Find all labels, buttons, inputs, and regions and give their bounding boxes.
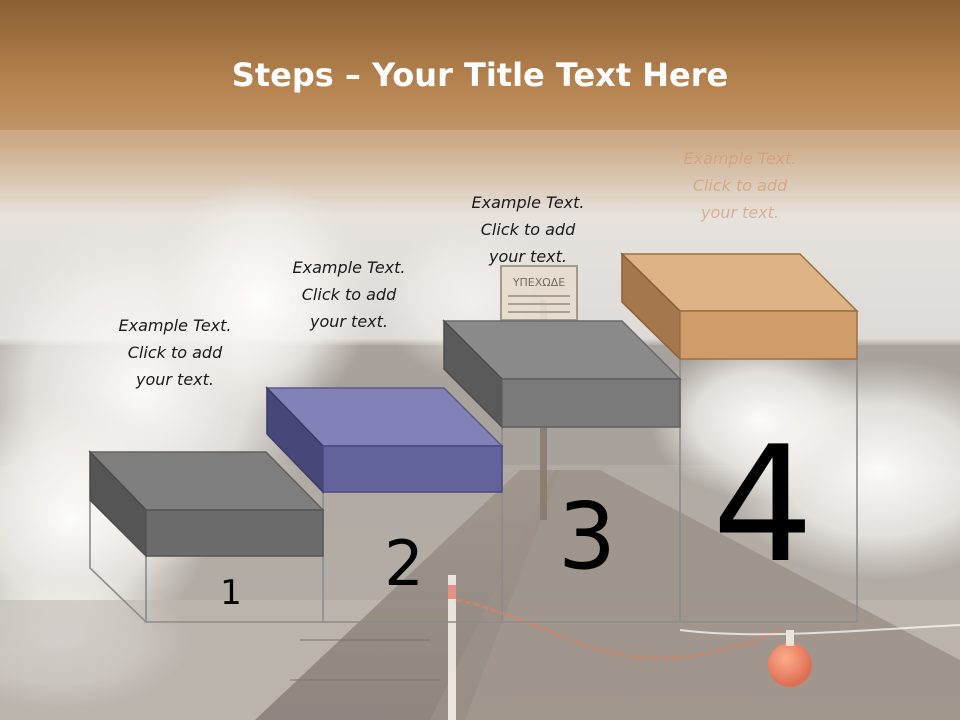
step-1-line-1: Example Text. — [118, 316, 232, 335]
step-4-box[interactable] — [620, 252, 859, 361]
step-1-number: 1 — [220, 573, 242, 613]
step-2-line-2: Click to add — [301, 285, 397, 304]
step-1-line-3: your text. — [135, 370, 214, 389]
title-bold: Steps — [231, 56, 334, 94]
step-2-number: 2 — [384, 527, 423, 600]
step-1-line-2: Click to add — [127, 343, 223, 362]
step-2-line-1: Example Text. — [292, 258, 406, 277]
step-3-box[interactable] — [442, 319, 682, 429]
sign-text: ΥΠΕΧΩΔΕ — [512, 276, 565, 289]
step-4-number: 4 — [712, 411, 814, 598]
step-3-line-1: Example Text. — [471, 193, 585, 212]
step-1-text[interactable]: Example Text. Click to add your text. — [90, 312, 260, 393]
step-4-line-1: Example Text. — [683, 149, 797, 168]
step-4-line-3: your text. — [700, 203, 779, 222]
step-4-line-2: Click to add — [692, 176, 788, 195]
step-3-line-2: Click to add — [480, 220, 576, 239]
step-4-text[interactable]: Example Text. Click to add your text. — [655, 145, 825, 226]
step-3-text[interactable]: Example Text. Click to add your text. — [443, 189, 613, 270]
step-2-box[interactable] — [265, 386, 504, 494]
step-2-text[interactable]: Example Text. Click to add your text. — [264, 254, 434, 335]
step-2-line-3: your text. — [309, 312, 388, 331]
step-3-line-3: your text. — [488, 247, 567, 266]
title-rest: – Your Title Text Here — [333, 56, 729, 94]
step-1-box[interactable] — [88, 450, 325, 558]
slide-title[interactable]: Steps – Your Title Text Here — [0, 52, 960, 98]
step-3-number: 3 — [558, 483, 617, 590]
